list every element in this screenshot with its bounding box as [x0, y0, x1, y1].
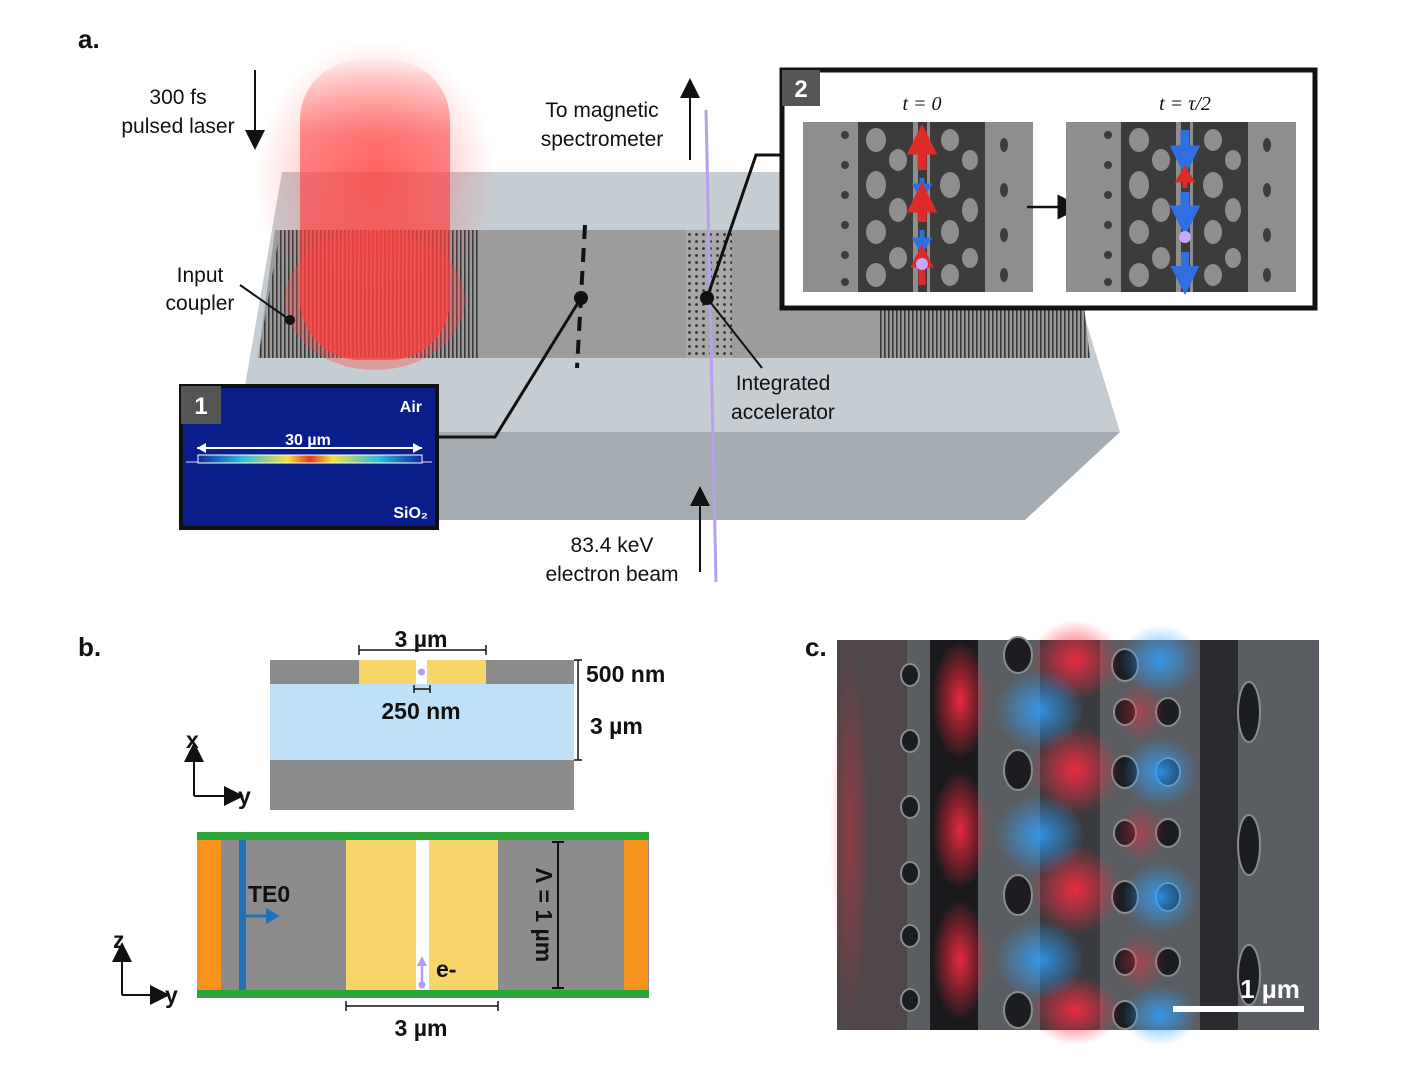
snapshot-thalf — [1066, 122, 1296, 295]
slot-gap-top-view — [416, 840, 429, 990]
beam-label-2: electron beam — [545, 563, 678, 586]
top-width-label: 3 µm — [395, 626, 448, 652]
period-label: Λ = 1 µm — [531, 868, 557, 962]
mode-label: TE0 — [248, 881, 290, 907]
input-coupler-pointer — [239, 284, 291, 321]
right-boundary — [624, 840, 648, 990]
spectrometer-label-1: To magnetic — [545, 99, 658, 122]
chip-front-face — [237, 432, 1120, 520]
inset-1: 1 Air 30 µm SiO₂ — [179, 384, 439, 530]
oxide-label: 3 µm — [590, 713, 643, 739]
electron-dot-xs — [418, 668, 425, 676]
zy-axes: z y — [112, 927, 178, 1008]
top-periodic-boundary — [197, 832, 649, 840]
substrate-layer — [270, 760, 574, 810]
axis-x-label: x — [186, 727, 199, 753]
sem-image: 1 µm — [830, 620, 1319, 1045]
axis-z-label: z — [113, 927, 125, 953]
panel-c-label: c. — [805, 632, 827, 662]
laser-beam — [255, 40, 495, 370]
thickness-label: 500 nm — [586, 661, 665, 687]
field-overlay — [830, 620, 1200, 1045]
inset-2: 2 t = 0 t = τ/2 — [779, 67, 1318, 311]
inset2-t0-label: t = 0 — [902, 93, 941, 115]
gap-label: 250 nm — [381, 698, 460, 724]
panel-a-label: a. — [78, 24, 100, 54]
input-coupler-dot — [285, 315, 295, 325]
oxide-layer — [270, 684, 574, 760]
accelerator-label-1: Integrated — [736, 372, 831, 395]
field-arrows-t0 — [906, 123, 938, 285]
field-arrows-thalf — [1169, 130, 1201, 295]
laser-label-2: pulsed laser — [121, 115, 234, 138]
top-view: TE0 e- Λ = 1 µm — [197, 832, 649, 998]
input-coupler-label-2: coupler — [166, 292, 235, 315]
laser-label-1: 300 fs — [149, 86, 206, 109]
inset1-width-label: 30 µm — [285, 432, 331, 449]
inset1-number-box — [181, 386, 221, 424]
xy-axes: x y — [184, 727, 251, 809]
snapshot-t0 — [803, 122, 1033, 292]
accelerator-pointer — [706, 297, 763, 369]
inset2-thalf-label: t = τ/2 — [1159, 93, 1211, 115]
left-boundary — [197, 840, 221, 990]
axis-y2-label: y — [165, 982, 178, 1008]
inset1-mode-profile — [197, 454, 423, 464]
electron-dot-top — [418, 981, 426, 989]
bottom-width-label: 3 µm — [395, 1015, 448, 1041]
panel-b-label: b. — [78, 632, 101, 662]
electron-beam-line — [704, 109, 718, 583]
accelerator-label-2: accelerator — [731, 401, 835, 424]
spectrometer-label-2: spectrometer — [541, 128, 664, 151]
inset1-connector — [438, 297, 583, 439]
axis-y-label: y — [238, 783, 251, 809]
scale-bar-label: 1 µm — [1240, 974, 1300, 1004]
inset2-connector — [705, 153, 782, 299]
inset1-substrate-label: SiO₂ — [393, 505, 428, 522]
inset2-number: 2 — [794, 76, 807, 103]
te0-source — [239, 840, 246, 990]
bottom-periodic-boundary — [197, 990, 649, 998]
inset1-number: 1 — [194, 393, 207, 420]
sem-right-trench — [1200, 640, 1238, 1030]
beam-label-1: 83.4 keV — [571, 534, 654, 557]
scale-bar — [1173, 1006, 1304, 1012]
cross-section — [270, 660, 574, 810]
inset1-air-label: Air — [400, 399, 422, 416]
input-coupler-label-1: Input — [177, 264, 224, 287]
electron-label: e- — [436, 956, 456, 982]
inset2-number-box — [782, 70, 820, 106]
